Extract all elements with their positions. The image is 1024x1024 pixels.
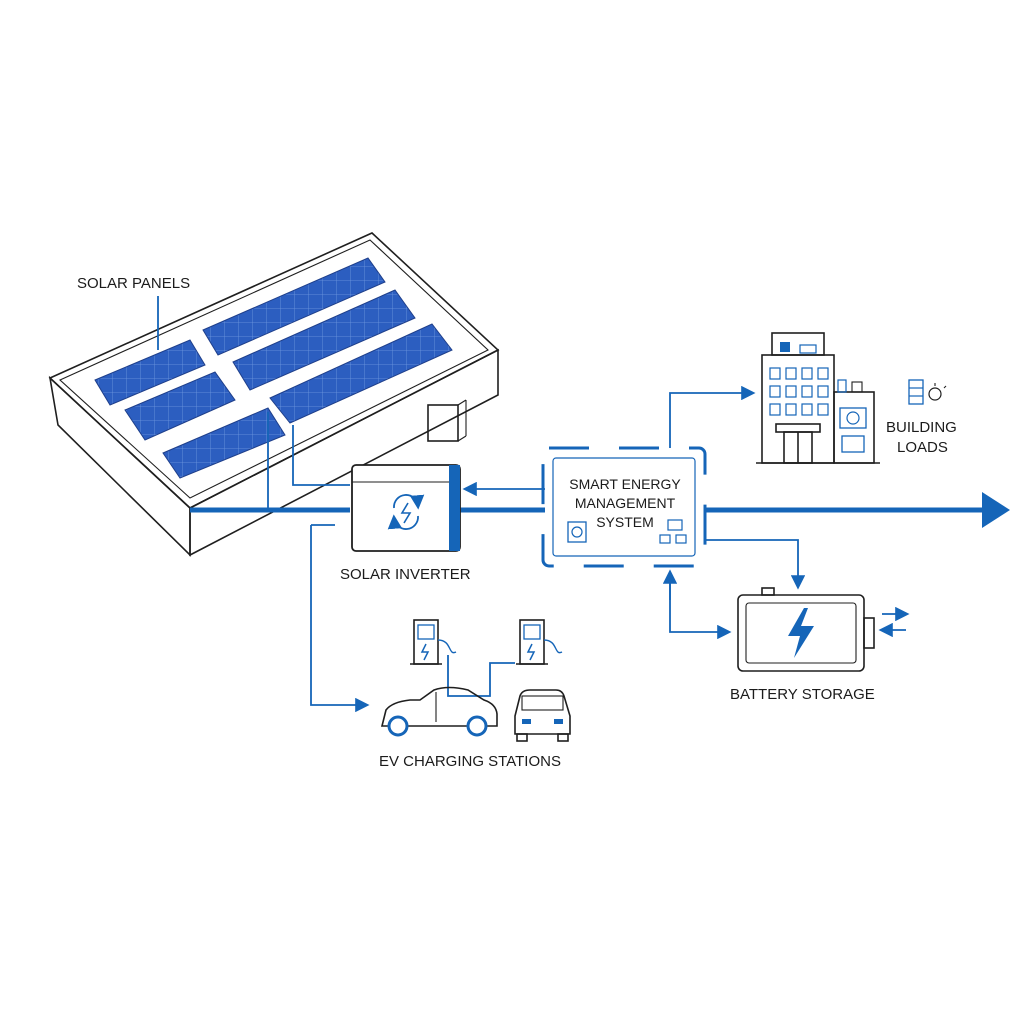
solar-panel-icon [269, 323, 453, 424]
solar-inverter [351, 464, 461, 552]
building-loads-label-line2: LOADS [897, 439, 948, 456]
battery-link-arrow [669, 573, 732, 640]
solar-inverter-label: SOLAR INVERTER [340, 566, 471, 583]
solar-panel-icon [202, 257, 386, 356]
sems-controls-icon [567, 521, 587, 543]
solar-panel-icon [124, 371, 236, 441]
sems-title-line3: SYSTEM [596, 514, 654, 530]
car-icon [380, 686, 498, 737]
sems-box: SMART ENERGY MANAGEMENT SYSTEM [541, 446, 707, 568]
sems-title-line2: MANAGEMENT [575, 495, 676, 511]
solar-panel-icon [162, 407, 286, 479]
inverter-to-ev-arrow [310, 524, 366, 705]
solar-panels-label: SOLAR PANELS [77, 275, 190, 292]
appliance-icons [908, 379, 947, 405]
ev-charger-icon [516, 619, 563, 665]
solar-panel-icon [232, 289, 416, 391]
sems-network-icon [659, 519, 687, 544]
inverter-cycle-icon [387, 494, 425, 530]
solar-panel-icon [94, 339, 206, 406]
grid-arrow-icon [982, 492, 1010, 528]
car-icon [514, 689, 571, 742]
sems-to-building-arrow [669, 385, 756, 448]
ev-charging-label: EV CHARGING STATIONS [379, 753, 561, 770]
ev-charger-icon [410, 619, 457, 665]
building-icon [756, 332, 880, 464]
rooftop-building [48, 232, 500, 557]
sems-title-line1: SMART ENERGY [569, 476, 681, 492]
charger-cable-link [447, 655, 515, 697]
battery-exchange-arrows [878, 606, 910, 638]
solar-panel-array [94, 257, 453, 479]
battery-bolt-icon [737, 587, 875, 672]
sems-to-battery-arrow [705, 539, 806, 590]
panel-wire-2 [292, 425, 350, 486]
battery-storage-label: BATTERY STORAGE [730, 686, 875, 703]
building-loads-label-line1: BUILDING [886, 419, 957, 436]
